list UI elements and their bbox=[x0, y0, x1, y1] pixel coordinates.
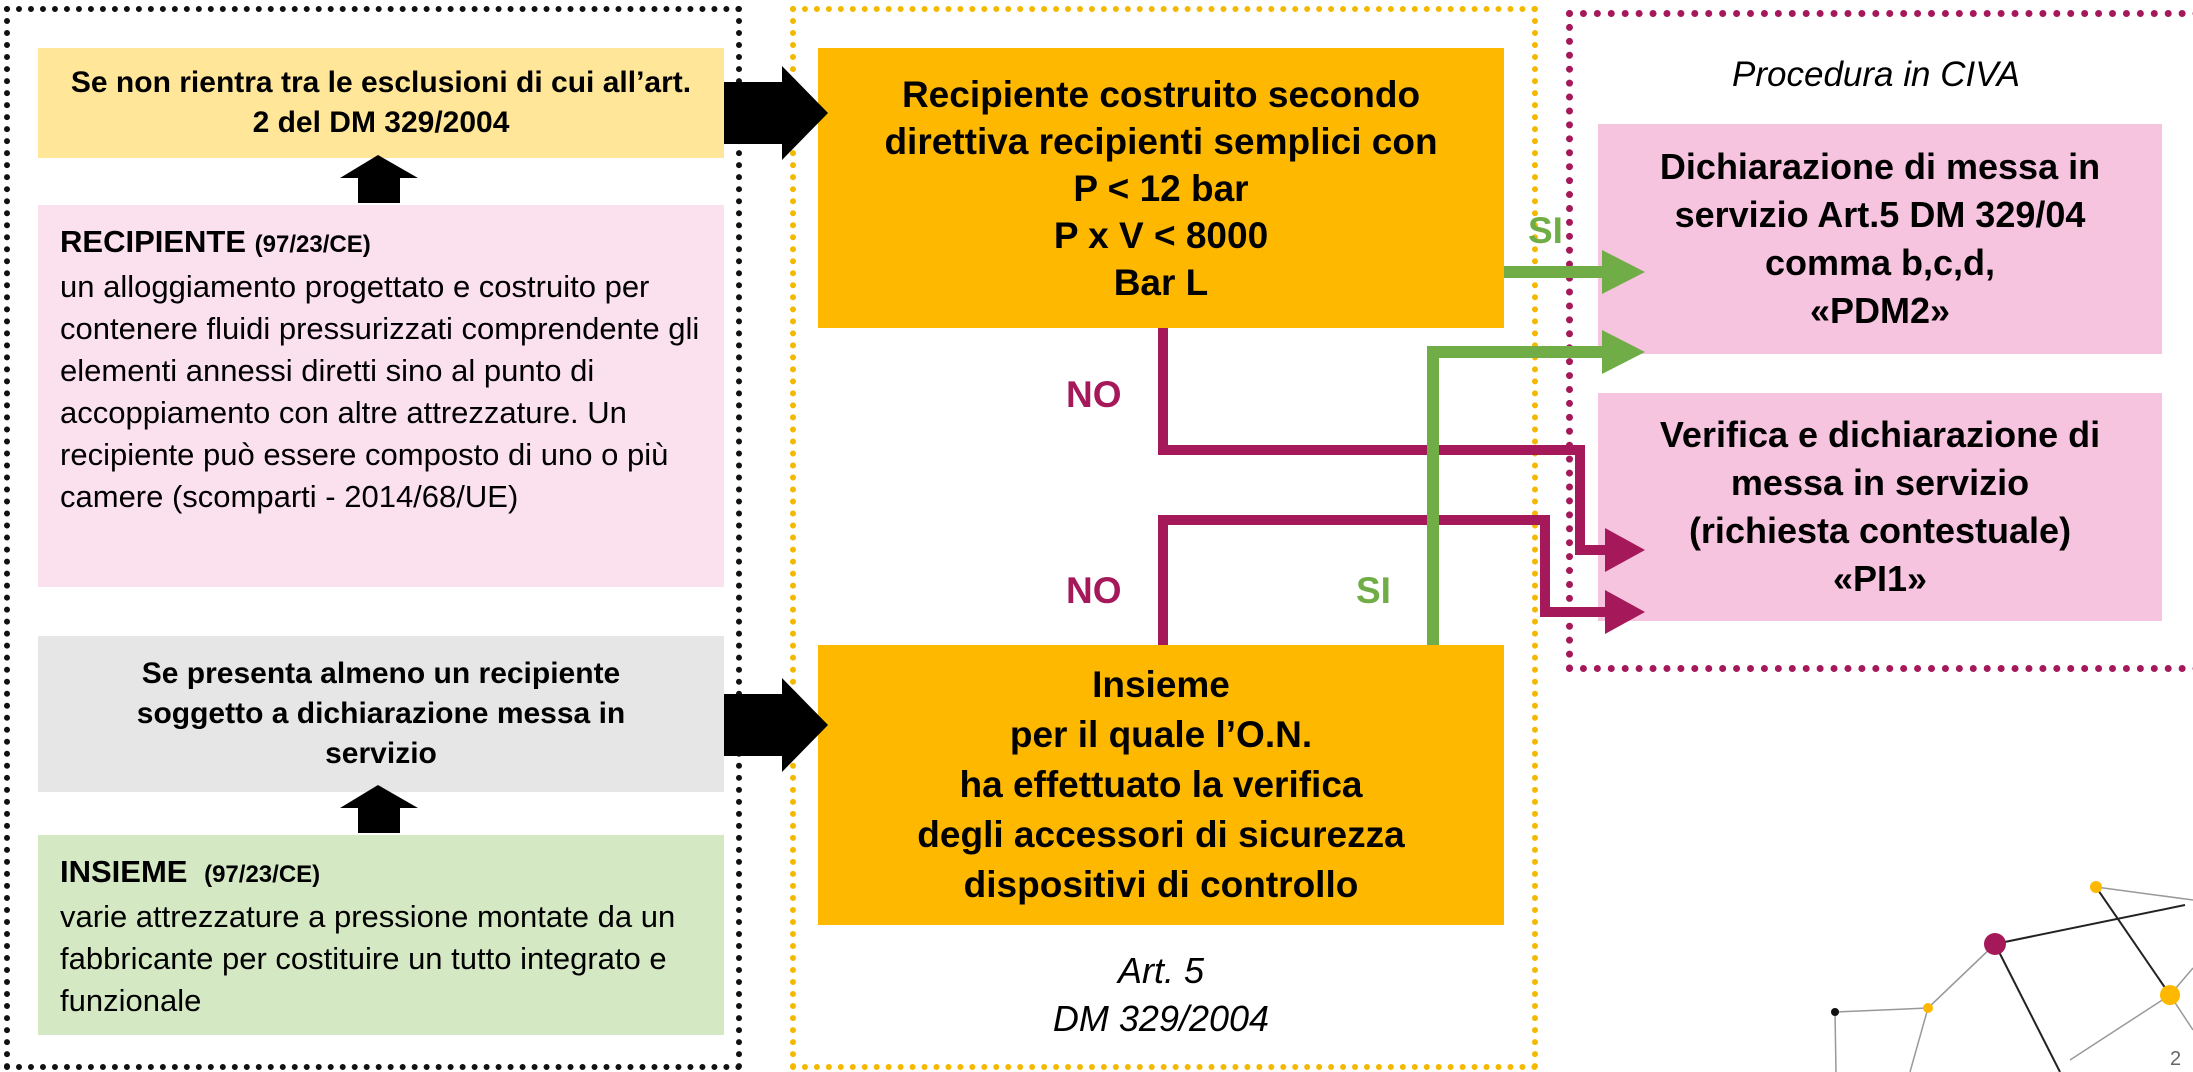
insieme-line-1: Insieme bbox=[1092, 664, 1230, 705]
exclusion-box: Se non rientra tra le esclusioni di cui … bbox=[38, 48, 724, 158]
insieme-heading: INSIEME bbox=[60, 854, 188, 889]
insieme-condition-text: Se presenta almeno un recipiente soggett… bbox=[136, 657, 626, 770]
exclusion-text: Se non rientra tra le esclusioni di cui … bbox=[70, 66, 692, 139]
no-connector-recipiente bbox=[1158, 328, 1612, 555]
pi1-line-4: «PI1» bbox=[1832, 558, 1928, 599]
recipiente-heading: RECIPIENTE bbox=[60, 224, 247, 259]
insieme-definition-box: INSIEME (97/23/CE) varie attrezzature a … bbox=[38, 835, 724, 1035]
magenta-arrowhead-icon bbox=[1605, 590, 1645, 634]
recipiente-line-3: P < 12 bar bbox=[1073, 167, 1249, 209]
green-arrowhead-icon bbox=[1602, 330, 1645, 374]
recipiente-line-4: P x V < 8000 bbox=[1053, 214, 1269, 256]
recipiente-line-2: direttiva recipienti semplici con bbox=[884, 120, 1438, 162]
si-label-bottom: SI bbox=[1356, 570, 1391, 611]
article-caption-line-2: DM 329/2004 bbox=[1052, 998, 1270, 1039]
pi1-line-1: Verifica e dichiarazione di bbox=[1659, 414, 2101, 455]
insieme-ref: (97/23/CE) bbox=[204, 861, 321, 888]
recipiente-body: un alloggiamento progettato e costruito … bbox=[60, 269, 700, 514]
page-number: 2 bbox=[2170, 1048, 2182, 1070]
si-label-top: SI bbox=[1528, 210, 1563, 251]
article-caption-line-1: Art. 5 bbox=[1117, 950, 1205, 991]
insieme-line-5: dispositivi di controllo bbox=[963, 864, 1359, 905]
insieme-heading-line: INSIEME (97/23/CE) bbox=[60, 851, 702, 896]
right-frame bbox=[1566, 10, 2193, 672]
no-label-top: NO bbox=[1066, 374, 1122, 415]
green-arrowhead-icon bbox=[1602, 250, 1645, 294]
recipiente-semplice-box: Recipiente costruito secondo direttiva r… bbox=[818, 48, 1504, 328]
recipiente-ref: (97/23/CE) bbox=[254, 231, 371, 258]
pi1-line-3: (richiesta contestuale) bbox=[1688, 510, 2072, 551]
right-arrow-icon bbox=[724, 678, 828, 772]
left-frame bbox=[4, 6, 742, 1070]
procedura-title: Procedura in CIVA bbox=[1732, 55, 2020, 94]
insieme-line-2: per il quale l’O.N. bbox=[1009, 714, 1313, 755]
magenta-arrowhead-icon bbox=[1605, 528, 1645, 572]
no-label-bottom: NO bbox=[1066, 570, 1122, 611]
up-arrow-icon bbox=[340, 155, 418, 203]
pi1-box: Verifica e dichiarazione di messa in ser… bbox=[1598, 393, 2162, 621]
no-connector-insieme bbox=[1158, 515, 1612, 645]
recipiente-definition-box: RECIPIENTE (97/23/CE) un alloggiamento p… bbox=[38, 205, 724, 587]
pdm2-line-3: comma b,c,d, bbox=[1764, 242, 1996, 283]
pdm2-line-2: servizio Art.5 DM 329/04 bbox=[1674, 194, 2086, 235]
pdm2-line-4: «PDM2» bbox=[1809, 290, 1951, 331]
pi1-line-2: messa in servizio bbox=[1730, 462, 2030, 503]
insieme-verifica-box: Insieme per il quale l’O.N. ha effettuat… bbox=[818, 645, 1504, 925]
pdm2-line-1: Dichiarazione di messa in bbox=[1659, 146, 2101, 187]
pdm2-box: Dichiarazione di messa in servizio Art.5… bbox=[1598, 124, 2162, 354]
recipiente-heading-line: RECIPIENTE (97/23/CE) bbox=[60, 221, 702, 266]
insieme-condition-box: Se presenta almeno un recipiente soggett… bbox=[38, 636, 724, 792]
recipiente-line-5: Bar L bbox=[1113, 261, 1209, 303]
middle-frame bbox=[790, 6, 1538, 1070]
network-decoration-icon bbox=[1831, 881, 2193, 1072]
article-caption: Art. 5 DM 329/2004 bbox=[818, 945, 1504, 1045]
right-arrow-icon bbox=[724, 66, 828, 160]
recipiente-line-1: Recipiente costruito secondo bbox=[901, 73, 1421, 115]
insieme-line-3: ha effettuato la verifica bbox=[959, 764, 1363, 805]
insieme-line-4: degli accessori di sicurezza bbox=[917, 814, 1405, 855]
insieme-body: varie attrezzature a pressione montate d… bbox=[60, 899, 676, 1018]
si-connector-insieme bbox=[1427, 346, 1612, 645]
up-arrow-icon bbox=[340, 785, 418, 833]
